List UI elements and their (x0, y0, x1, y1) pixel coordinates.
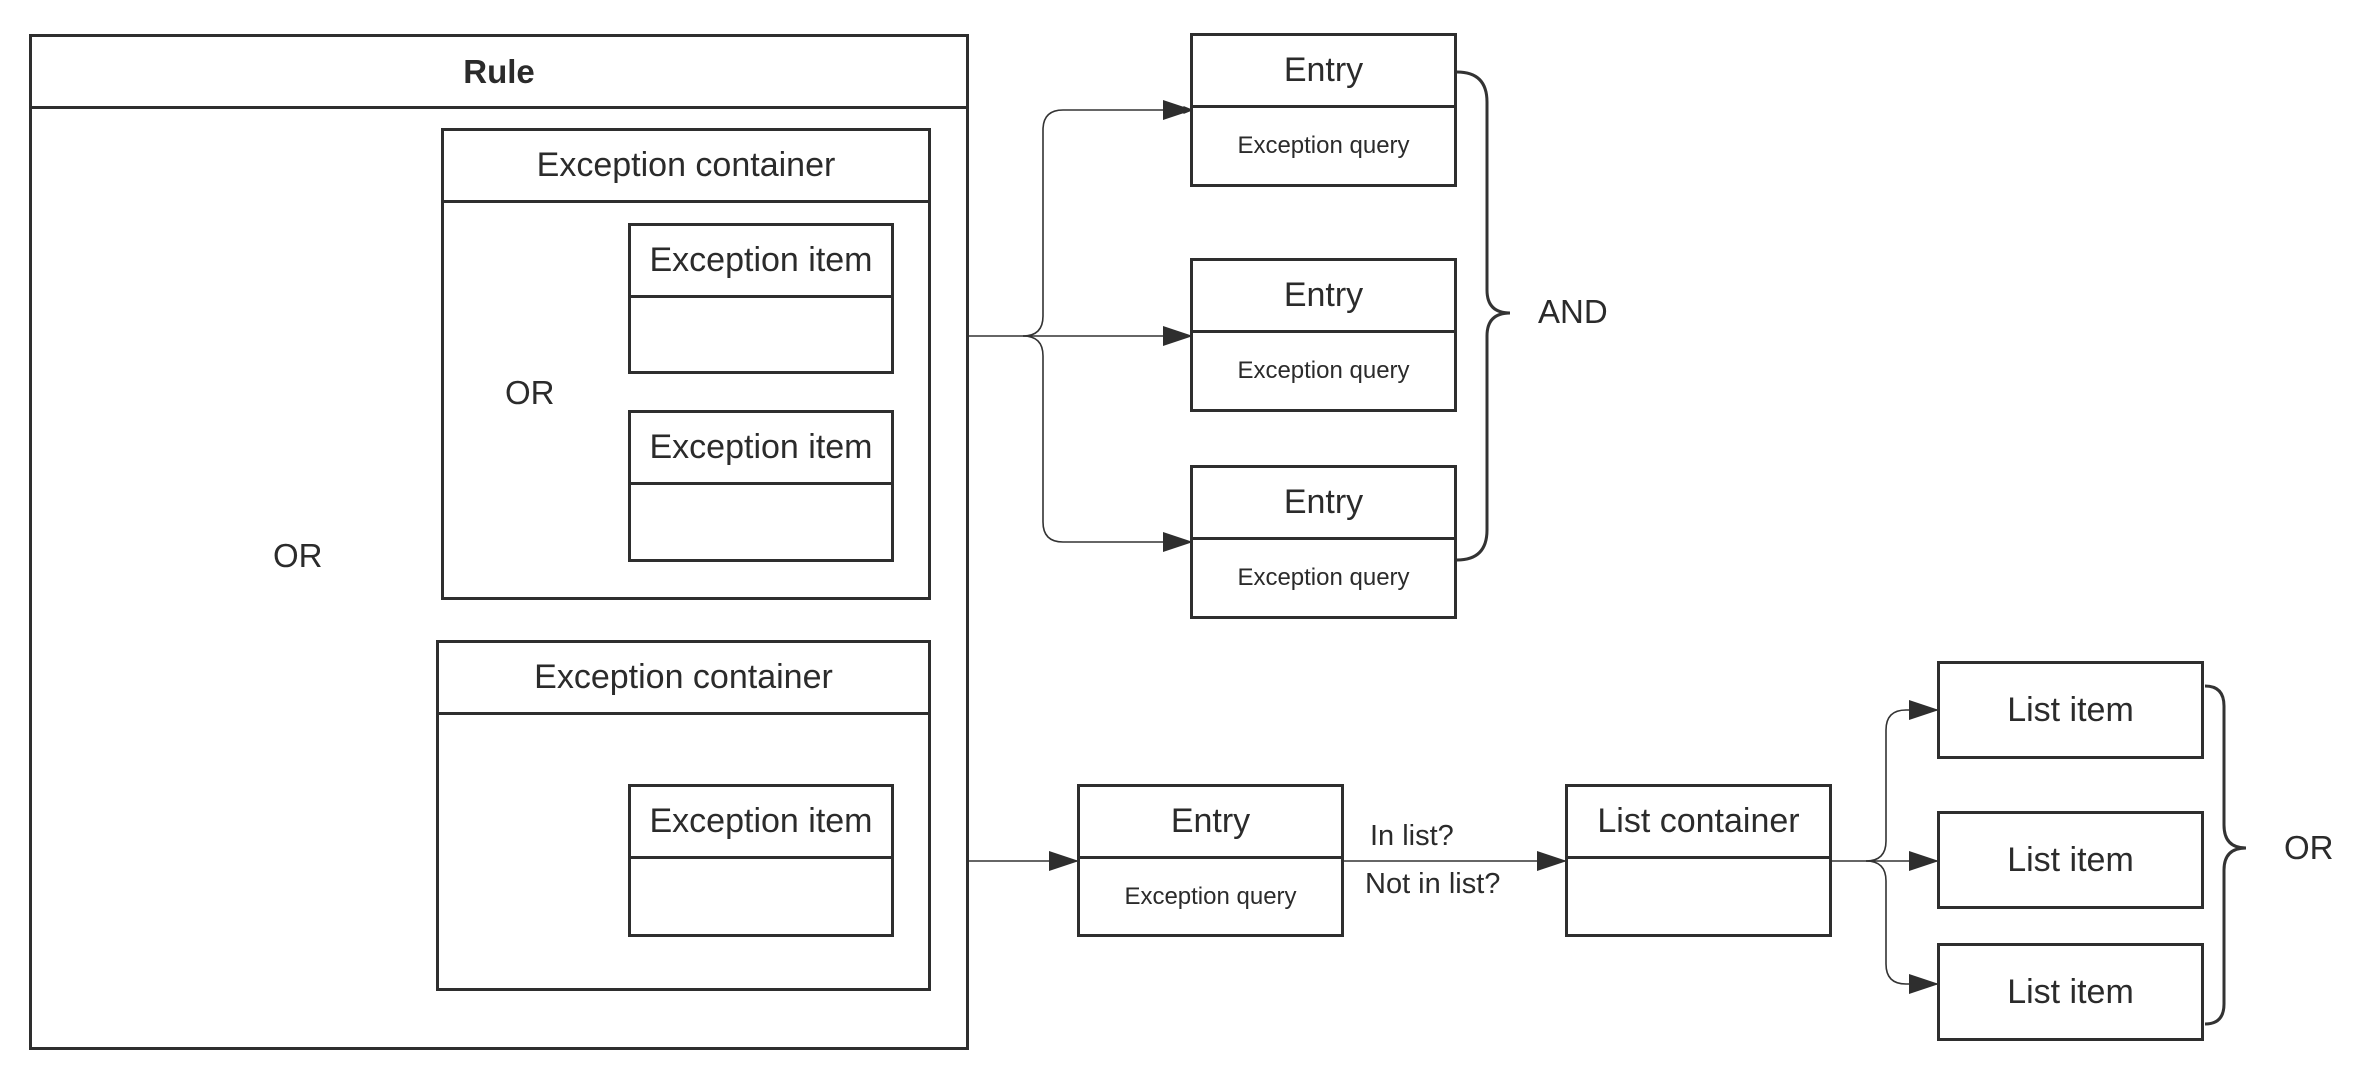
or-label-list: OR (2284, 829, 2334, 866)
exception-item-title: Exception item (631, 787, 891, 859)
entry-title: Entry (1193, 36, 1454, 108)
arrowhead-entry-3 (1163, 532, 1193, 552)
list-item-label: List item (2007, 690, 2134, 729)
exception-container-title: Exception container (444, 131, 928, 203)
entry-exception-query: Exception query (1124, 882, 1297, 910)
connector-list-to-item-3 (1865, 860, 1939, 985)
entry-title: Entry (1193, 261, 1454, 333)
connector-item-to-entry-3 (1022, 335, 1193, 543)
brace-or-list (2204, 684, 2247, 1026)
entry-exception-query: Exception query (1237, 132, 1410, 159)
list-container-title: List container (1568, 787, 1829, 859)
entry-1: Entry Exception query (1190, 33, 1457, 187)
arrowhead-list-item-3 (1909, 974, 1939, 994)
not-in-list-label: Not in list? (1365, 868, 1501, 900)
entry-4: Entry Exception query (1077, 784, 1344, 937)
arrowhead-list-item-2 (1909, 851, 1939, 871)
list-item-2: List item (1937, 811, 2204, 909)
exception-item-3: Exception item (628, 784, 894, 937)
list-container: List container (1565, 784, 1832, 937)
and-label: AND (1538, 293, 1608, 330)
list-item-3: List item (1937, 943, 2204, 1041)
arrowhead-list-container (1537, 851, 1567, 871)
entry-title: Entry (1193, 468, 1454, 540)
arrowhead-entry-bottom (1049, 851, 1079, 871)
entry-exception-query: Exception query (1237, 564, 1410, 591)
connector-item-to-entry-1 (893, 106, 1194, 337)
entry-2: Entry Exception query (1190, 258, 1457, 412)
exception-item-title: Exception item (631, 226, 891, 298)
exception-container-title: Exception container (439, 643, 928, 715)
brace-and (1456, 70, 1511, 562)
rule-title: Rule (32, 37, 966, 109)
arrowhead-entry-1 (1163, 100, 1193, 120)
arrowhead-entry-2 (1163, 326, 1193, 346)
exception-item-1: Exception item (628, 223, 894, 374)
or-label-containers: OR (273, 537, 323, 574)
entry-title: Entry (1080, 787, 1341, 859)
arrowhead-list-item-1 (1909, 700, 1939, 720)
list-item-label: List item (2007, 840, 2134, 879)
exception-item-2: Exception item (628, 410, 894, 562)
connector-list-to-item-1 (1831, 709, 1939, 862)
list-item-1: List item (1937, 661, 2204, 759)
in-list-label: In list? (1370, 820, 1454, 852)
entry-3: Entry Exception query (1190, 465, 1457, 619)
entry-exception-query: Exception query (1237, 357, 1410, 384)
exception-item-title: Exception item (631, 413, 891, 485)
or-label-items: OR (505, 374, 555, 411)
list-item-label: List item (2007, 972, 2134, 1011)
